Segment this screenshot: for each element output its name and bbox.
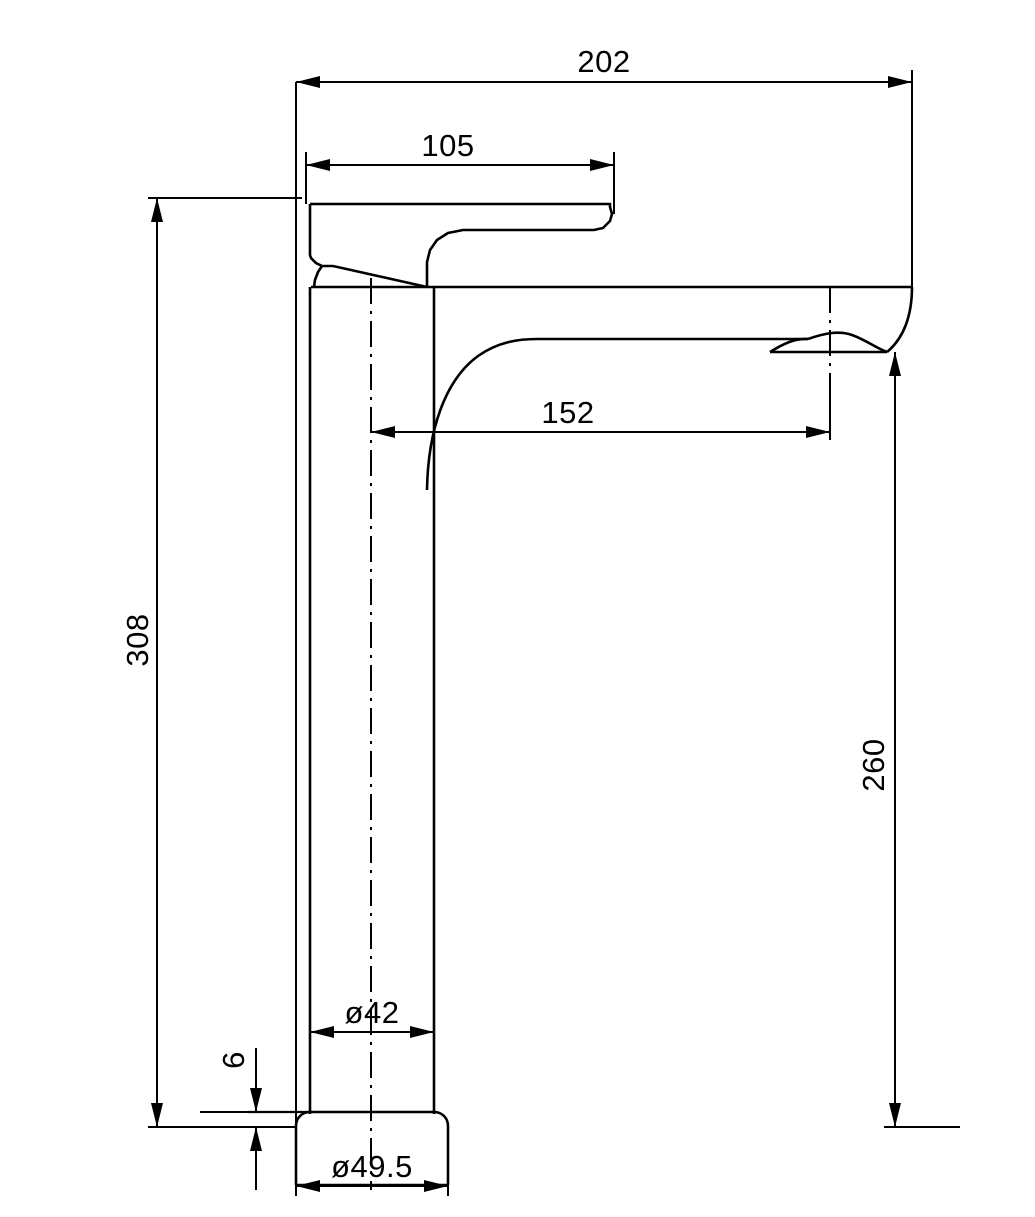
dimension-105: 105 <box>306 128 614 171</box>
dim-label-260: 260 <box>856 738 891 791</box>
arrow-152-left <box>371 426 395 438</box>
spout-outlet-left-lead <box>769 337 809 354</box>
dimension-6: 6 <box>216 1048 262 1190</box>
dimension-152: 152 <box>371 395 830 438</box>
arrow-105-left <box>306 159 330 171</box>
handle-lower-slope <box>312 265 324 288</box>
spout-outer-curve <box>886 286 914 354</box>
dimension-202: 202 <box>296 44 912 88</box>
dimension-d495: ø49.5 <box>296 1149 448 1192</box>
handle-shoulder-outline <box>308 204 333 268</box>
dim-label-6: 6 <box>216 1051 251 1069</box>
dim-label-308: 308 <box>120 613 155 666</box>
arrow-d42-right <box>410 1026 434 1038</box>
dim-label-152: 152 <box>541 395 594 430</box>
arrow-202-left <box>296 76 320 88</box>
arrow-308-bottom <box>151 1103 163 1127</box>
handle-lever-outline <box>310 202 614 287</box>
dim-label-d495: ø49.5 <box>331 1149 413 1184</box>
dim-label-105: 105 <box>421 128 474 163</box>
arrow-260-bottom <box>889 1103 901 1127</box>
arrow-6-down <box>250 1088 262 1112</box>
arrow-d495-left <box>296 1180 320 1192</box>
arrow-152-right <box>806 426 830 438</box>
dimension-260: 260 <box>856 352 901 1127</box>
dim-label-202: 202 <box>577 44 630 79</box>
dim-label-d42: ø42 <box>345 995 400 1030</box>
spout-inner-curve <box>425 337 808 491</box>
arrow-105-right <box>590 159 614 171</box>
spout-outlet-lip <box>807 331 888 354</box>
dimension-d42: ø42 <box>310 995 434 1038</box>
arrow-d42-left <box>310 1026 334 1038</box>
arrow-308-top <box>151 198 163 222</box>
arrow-d495-right <box>424 1180 448 1192</box>
arrow-260-top <box>889 352 901 376</box>
dimension-308: 308 <box>120 198 163 1127</box>
handle-slope-edge <box>332 264 428 289</box>
arrow-6-up <box>250 1127 262 1151</box>
arrow-202-right <box>888 76 912 88</box>
